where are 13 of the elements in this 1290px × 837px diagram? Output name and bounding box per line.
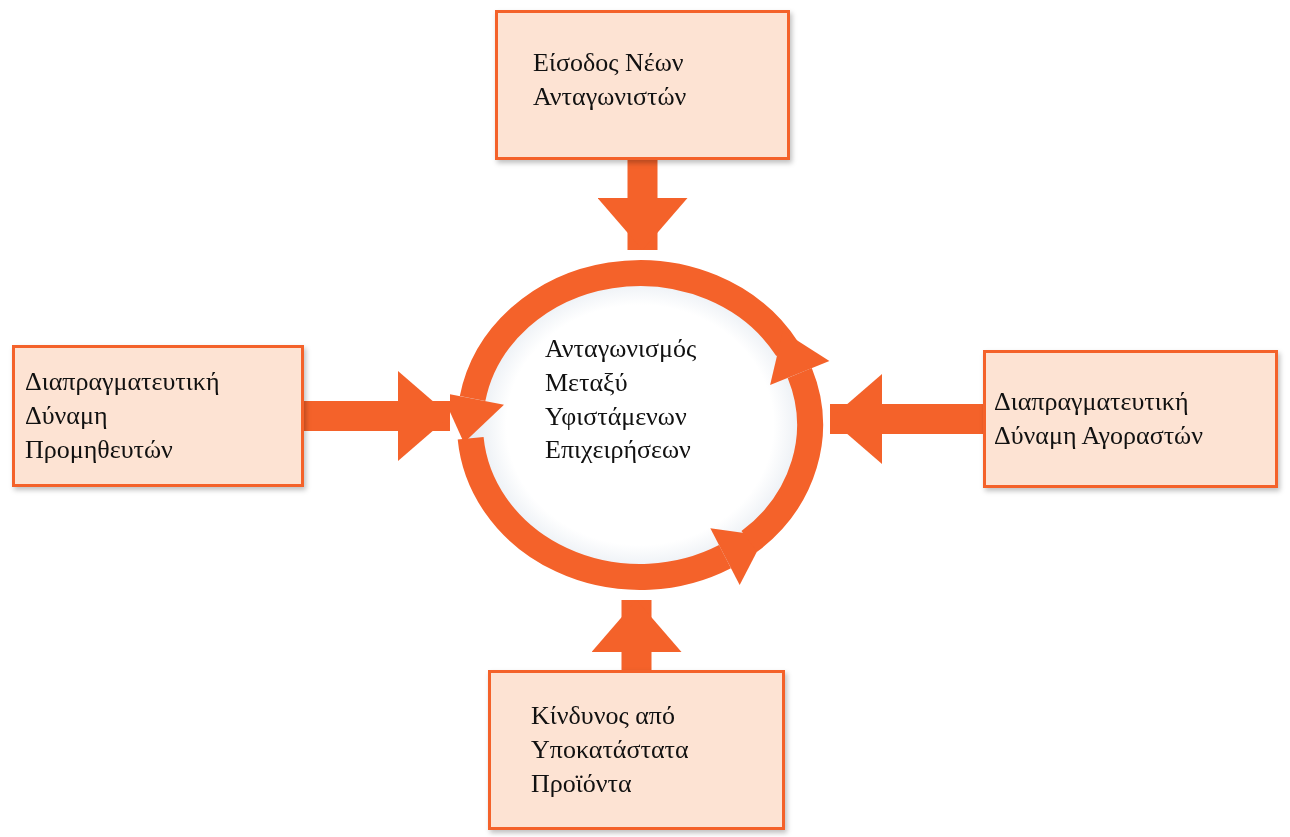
block-arrow: [830, 374, 983, 464]
node-label: Κίνδυνος από Υποκατάστατα Προϊόντα: [531, 700, 690, 800]
node-label: Διαπραγματευτική Δύναμη Αγοραστών: [994, 386, 1204, 452]
node-label: Είσοδος Νέων Ανταγωνιστών: [533, 47, 688, 113]
block-arrow: [597, 160, 688, 250]
force-box: [12, 345, 304, 487]
block-arrow: [304, 371, 450, 461]
node-label: Διαπραγματευτική Δύναμη Προμηθευτών: [25, 366, 221, 466]
block-arrow: [591, 600, 682, 670]
force-box: [488, 670, 785, 830]
node-label: Ανταγωνισμός Μεταξύ Υφιστάμενων Επιχειρήσεων: [545, 333, 698, 467]
force-box: [983, 350, 1278, 488]
force-box: [495, 10, 790, 160]
